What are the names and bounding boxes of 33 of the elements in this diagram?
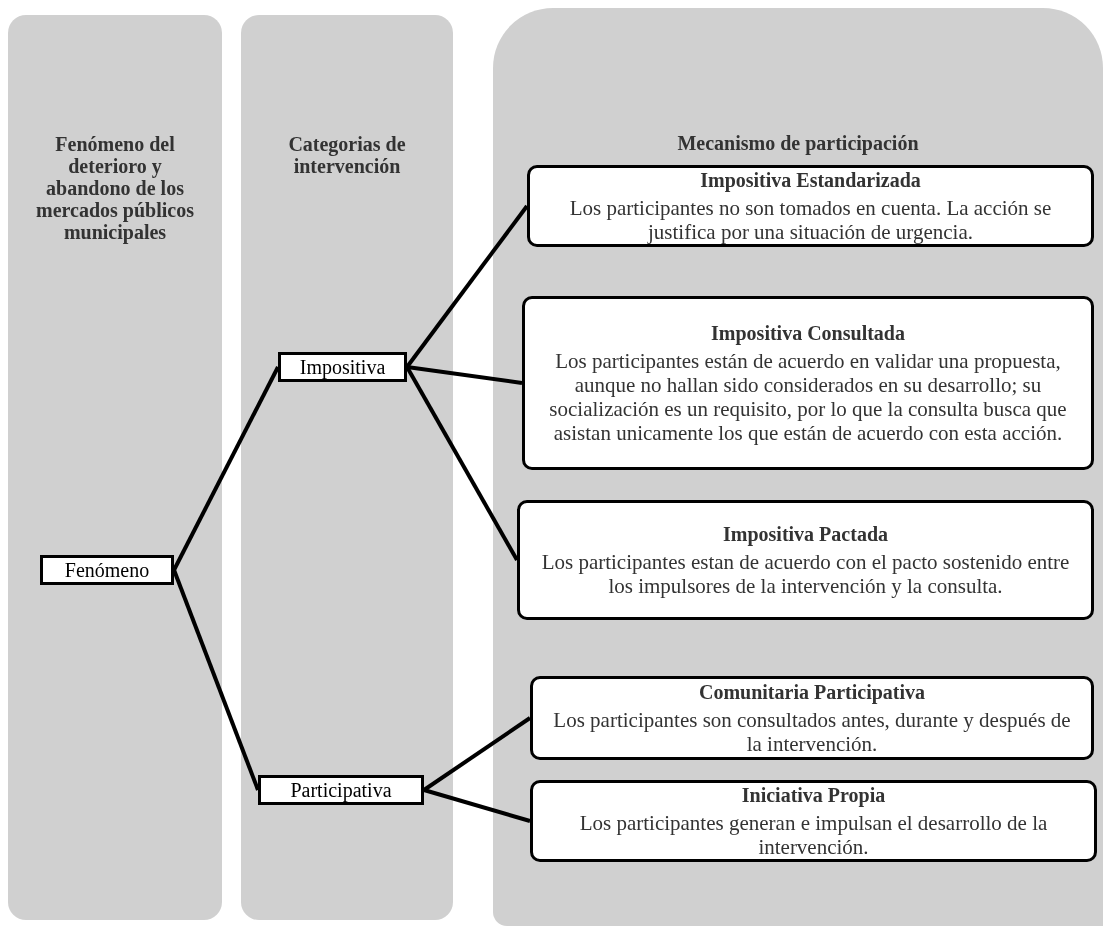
- column-band: [493, 8, 1103, 926]
- connector-line: [423, 788, 531, 823]
- card-description: Los participantes no son tomados en cuenta. La acción se justifica por una situación de urgencia.: [568, 196, 1053, 244]
- category-label: Impositiva: [299, 357, 386, 377]
- connector-line: [405, 366, 519, 561]
- card-description: Los participantes están de acuerdo en validar una propuesta, aunque no hallan sido considerados en su desarrollo; su socialización es un requisito, por lo que la consulta busca que asistan unicamente los que están de acuerdo con esta acción.: [548, 349, 1068, 445]
- column-heading: Mecanismo de participación: [676, 132, 920, 154]
- connector-line: [172, 366, 280, 571]
- column-band: [8, 15, 222, 920]
- card-description: Los participantes estan de acuerdo con el pacto sostenido entre los impulsores de la intervención y la consulta.: [540, 550, 1071, 598]
- mechanism-card: [530, 780, 1097, 862]
- card-description: Los participantes son consultados antes, durante y después de la intervención.: [552, 708, 1072, 756]
- card-heading: Impositiva Consultada: [711, 321, 905, 345]
- category-box: [258, 775, 424, 805]
- column-heading: Categorias de intervención: [287, 133, 407, 177]
- card-heading: Comunitaria Participativa: [698, 680, 926, 704]
- connector-line: [422, 716, 532, 792]
- column-heading: Fenómeno del deterioro y abandono de los mercados públicos municipales: [35, 133, 195, 243]
- card-heading: Impositiva Pactada: [723, 522, 888, 546]
- card-heading: Impositiva Estandarizada: [700, 168, 921, 192]
- connector-line: [406, 365, 523, 385]
- category-box: [40, 555, 174, 585]
- connector-line: [172, 569, 260, 791]
- mechanism-card: [530, 676, 1094, 760]
- category-label: Fenómeno: [64, 560, 150, 580]
- card-heading: Iniciativa Propia: [741, 783, 886, 807]
- category-box: [278, 352, 407, 382]
- category-label: Participativa: [290, 780, 392, 800]
- column-band: [241, 15, 453, 920]
- mechanism-card: [517, 500, 1094, 620]
- card-description: Los participantes generan e impulsan el desarrollo de la intervención.: [578, 811, 1049, 859]
- mechanism-card: [527, 165, 1094, 247]
- mechanism-card: [522, 296, 1094, 470]
